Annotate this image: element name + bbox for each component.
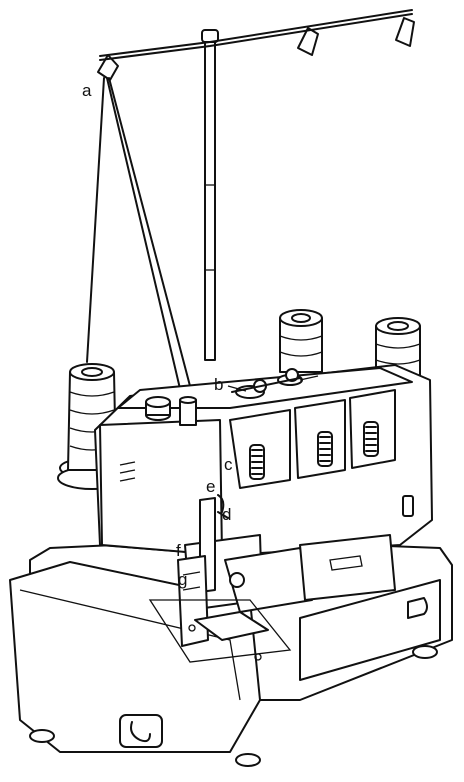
front-plate bbox=[119, 714, 163, 748]
foot-right bbox=[235, 753, 261, 767]
tension-dial-1[interactable] bbox=[249, 444, 265, 480]
foot-back bbox=[412, 645, 438, 659]
thread-guide-bar bbox=[99, 13, 413, 61]
label-g: g bbox=[178, 570, 187, 589]
part-labels: a b c d e f g bbox=[82, 81, 319, 589]
top-left-knobs[interactable] bbox=[145, 396, 197, 426]
spool-middle-back bbox=[279, 309, 323, 373]
label-f: f bbox=[176, 541, 181, 560]
label-c: c bbox=[224, 455, 233, 474]
threads-a bbox=[86, 77, 196, 411]
label-d: d bbox=[222, 505, 231, 524]
foot-left bbox=[29, 729, 55, 743]
needle-area bbox=[148, 494, 396, 663]
label-b: b bbox=[214, 375, 223, 394]
presser-foot bbox=[194, 611, 269, 641]
tension-dial-2[interactable] bbox=[317, 431, 333, 467]
tension-dial-3[interactable] bbox=[363, 421, 379, 457]
side-compartment bbox=[299, 579, 441, 681]
machine-upper-body bbox=[94, 364, 433, 556]
thread-stand bbox=[97, 9, 415, 361]
telescopic-pole bbox=[204, 37, 216, 361]
label-a: a bbox=[82, 81, 92, 100]
label-e: e bbox=[206, 477, 215, 496]
thread-guide-hook-middle bbox=[297, 27, 319, 56]
thread-guide-hook-right bbox=[395, 17, 415, 47]
top-thread-guides bbox=[231, 368, 303, 399]
side-switch[interactable] bbox=[402, 495, 414, 517]
